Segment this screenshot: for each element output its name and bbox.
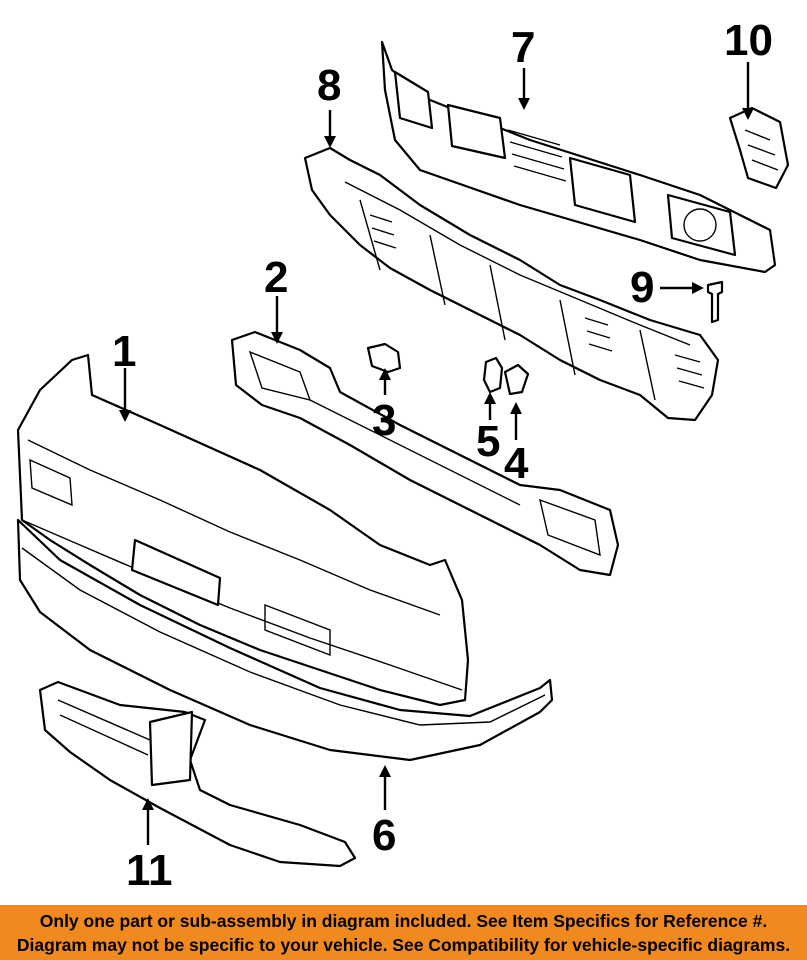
part-2-reinforcement (230, 330, 620, 577)
callout-11: 11 (126, 846, 173, 895)
part-10-bracket (728, 106, 790, 190)
callout-4: 4 (504, 439, 529, 488)
disclaimer-banner: Only one part or sub-assembly in diagram… (0, 905, 807, 960)
callout-2: 2 (264, 253, 288, 302)
callout-5: 5 (476, 417, 500, 466)
part-8-absorber (303, 146, 720, 422)
part-11-air-deflector (38, 680, 357, 868)
callout-1: 1 (112, 327, 136, 376)
callout-8: 8 (317, 61, 341, 110)
callout-9: 9 (630, 263, 654, 312)
part-3-bracket (366, 342, 402, 374)
bumper-parts-diagram: 1 2 3 4 5 6 7 8 9 10 11 (16, 16, 790, 895)
callout-10: 10 (724, 16, 773, 65)
leader-lines (119, 62, 754, 845)
part-7-fascia-panel (380, 40, 777, 274)
callout-7: 7 (511, 23, 535, 72)
disclaimer-line-2: Diagram may not be specific to your vehi… (16, 935, 791, 955)
callout-6: 6 (372, 811, 396, 860)
part-1-bumper-cover (16, 353, 470, 707)
part-9-bolt (706, 280, 724, 324)
callout-3: 3 (372, 396, 396, 445)
part-4-5-brackets (482, 356, 530, 396)
part-6-valance (16, 518, 554, 762)
callout-labels: 1 2 3 4 5 6 7 8 9 10 11 (112, 16, 773, 895)
disclaimer-line-1: Only one part or sub-assembly in diagram… (39, 911, 768, 931)
